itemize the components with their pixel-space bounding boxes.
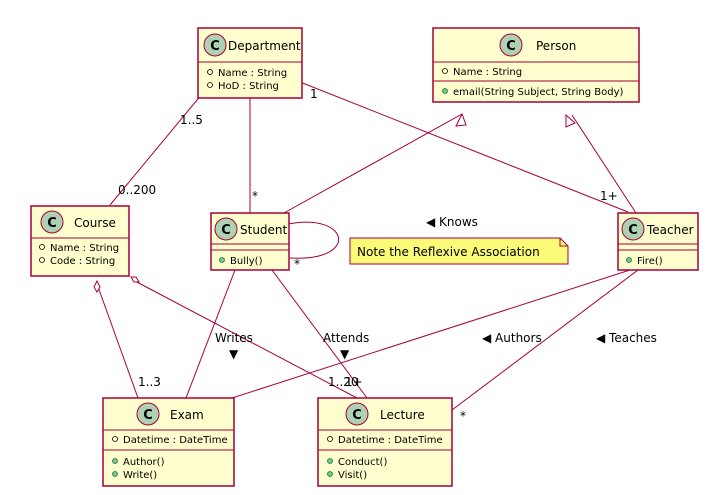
- associations: [96, 81, 639, 411]
- class-course: C Course Name : String Code : String: [30, 205, 130, 277]
- class-lecture: C Lecture Datetime : DateTime Conduct() …: [317, 397, 453, 487]
- student-exam-line: [185, 269, 236, 399]
- class-icon-letter: C: [47, 216, 57, 231]
- class-icon-letter: C: [506, 39, 516, 54]
- dept-course-line: [109, 93, 203, 206]
- course-exam-line: [96, 283, 139, 399]
- mult-lecture-teach: *: [460, 409, 466, 423]
- class-icon: [214, 217, 238, 241]
- label-knows: ◀ Knows: [426, 215, 478, 229]
- mult-course-dept: 0..200: [118, 183, 156, 197]
- mult-exam: 1..3: [138, 375, 161, 389]
- mult-dept-course: 1..5: [180, 113, 203, 127]
- class-student: C Student Bully(): [210, 212, 290, 271]
- attribute: Code : String: [50, 256, 115, 267]
- class-icon: [40, 210, 64, 234]
- class-name: Exam: [170, 408, 204, 422]
- attribute: Name : String: [453, 67, 522, 78]
- mult-lecture-b: 1+: [345, 375, 363, 389]
- class-name: Course: [74, 216, 116, 230]
- attribute: Datetime : DateTime: [123, 435, 228, 446]
- label-attends: Attends: [323, 331, 369, 345]
- class-icon-letter: C: [210, 39, 220, 54]
- class-icon-letter: C: [221, 223, 231, 238]
- generalization-arrow-student: [455, 112, 467, 127]
- mult-dept-teacher: 1: [310, 87, 318, 101]
- attribute: Datetime : DateTime: [338, 435, 443, 446]
- mult-student-self: *: [294, 257, 300, 271]
- course-lecture-line: [132, 279, 358, 399]
- label-teaches: ◀ Teaches: [596, 331, 657, 345]
- class-department: C Department Name : String HoD : String: [197, 27, 303, 99]
- dept-teacher-line: [299, 81, 629, 213]
- label-authors: ◀ Authors: [482, 331, 542, 345]
- aggregation-diamond-lecture: [130, 276, 140, 283]
- teacher-lecture-line: [451, 269, 639, 411]
- label-attends-arrow: ▼: [340, 347, 350, 361]
- association-labels: 1 1..5 0..200 * 1+ * ◀ Knows Writes ▼ At…: [118, 87, 657, 423]
- class-icon-letter: C: [143, 408, 153, 423]
- mult-teacher-dept: 1+: [600, 189, 618, 203]
- class-icon: [203, 33, 227, 57]
- student-person-line: [283, 113, 463, 214]
- method: email(String Subject, String Body): [453, 87, 624, 98]
- note: Note the Reflexive Association: [349, 237, 569, 265]
- method: Write(): [123, 470, 157, 481]
- method: Conduct(): [338, 457, 387, 468]
- mult-dept-student: *: [252, 189, 258, 203]
- class-name: Teacher: [646, 223, 694, 237]
- class-icon-letter: C: [352, 408, 362, 423]
- class-name: Department: [228, 39, 301, 53]
- class-name: Student: [240, 223, 288, 237]
- method: Fire(): [637, 256, 663, 267]
- student-self-line: [287, 221, 339, 259]
- generalization-arrow-teacher: [565, 113, 576, 128]
- class-teacher: C Teacher Fire(): [617, 212, 699, 271]
- attribute: Name : String: [50, 243, 119, 254]
- teacher-exam-line: [231, 269, 631, 399]
- method: Bully(): [230, 256, 263, 267]
- class-exam: C Exam Datetime : DateTime Author() Writ…: [102, 397, 235, 487]
- label-writes-arrow: ▼: [229, 347, 239, 361]
- attribute: HoD : String: [218, 81, 279, 92]
- class-icon: [136, 402, 160, 426]
- class-name: Person: [536, 39, 576, 53]
- method: Visit(): [338, 470, 367, 481]
- class-icon-letter: C: [628, 223, 638, 238]
- class-person: C Person Name : String email(String Subj…: [432, 27, 640, 103]
- teacher-person-line: [571, 114, 637, 214]
- attribute: Name : String: [218, 68, 287, 79]
- label-writes: Writes: [215, 331, 253, 345]
- aggregation-diamond-exam: [93, 279, 101, 293]
- class-name: Lecture: [380, 408, 425, 422]
- class-icon: [345, 402, 369, 426]
- class-icon: [499, 33, 523, 57]
- mult-lecture-a: 1..20: [328, 375, 359, 389]
- student-lecture-line: [271, 269, 368, 399]
- note-text: Note the Reflexive Association: [357, 245, 540, 259]
- method: Author(): [123, 457, 165, 468]
- class-icon: [621, 217, 645, 241]
